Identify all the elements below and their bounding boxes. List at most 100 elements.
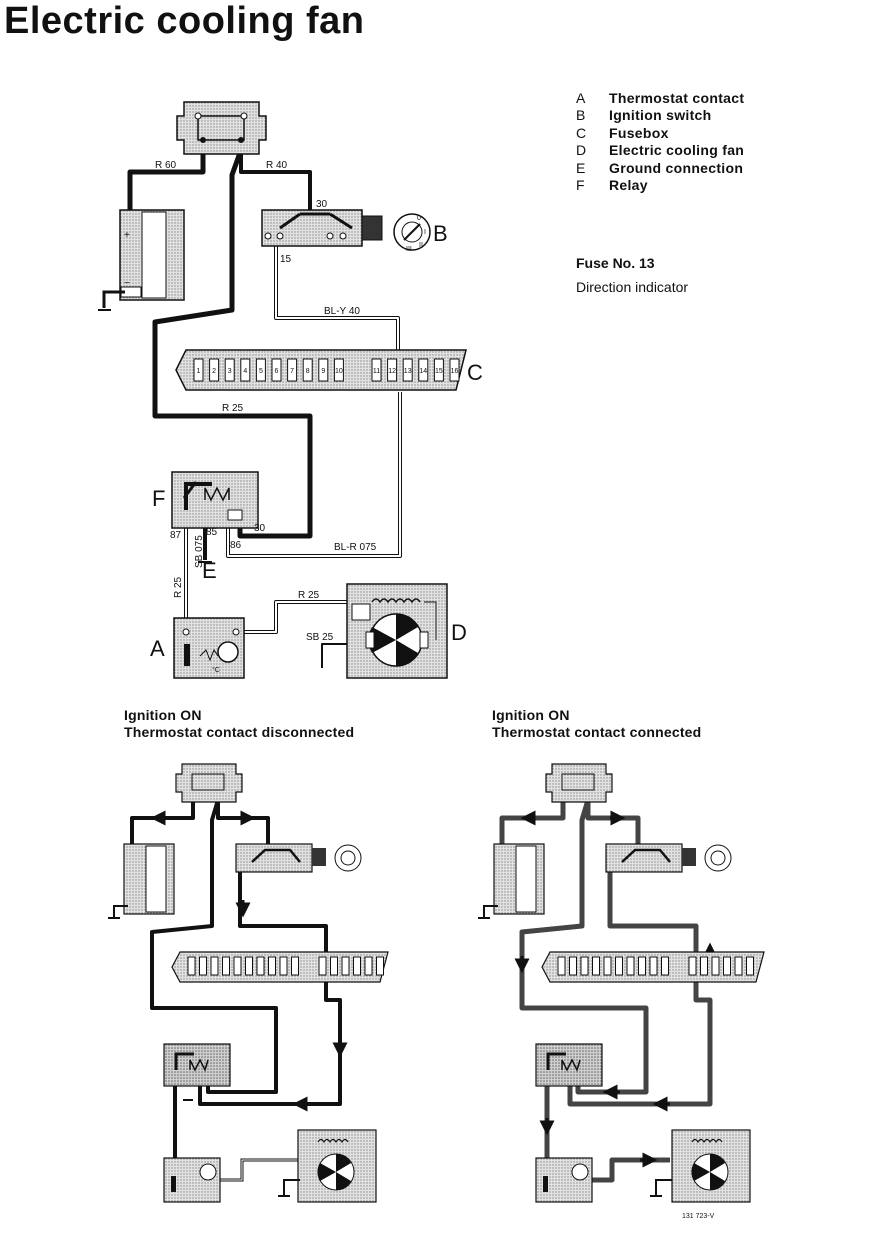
fuse xyxy=(711,956,720,976)
fuse xyxy=(210,956,219,976)
fuse-label: 13 xyxy=(404,368,412,375)
fuse-note-title: Fuse No. 13 xyxy=(576,255,655,271)
component-letter-f: F xyxy=(152,486,165,511)
component-letters: B C F E A D xyxy=(150,221,483,661)
wire-r60 xyxy=(127,140,206,212)
svg-text:−: − xyxy=(124,278,130,289)
fuse xyxy=(256,956,265,976)
wire-sb25 xyxy=(321,643,350,668)
fuse xyxy=(268,956,276,976)
legend-item: B Ignition switch xyxy=(576,107,744,124)
fuse-row xyxy=(557,956,754,976)
wire-label: R 25 xyxy=(298,590,320,601)
fuse xyxy=(341,956,350,976)
fuse xyxy=(222,956,230,976)
wire-label: BL-R 075 xyxy=(334,542,377,553)
terminal-label: 30 xyxy=(254,523,266,534)
fuse xyxy=(193,358,204,382)
fuse xyxy=(734,956,743,976)
cooling-fan xyxy=(346,583,448,679)
fuse xyxy=(287,358,298,382)
fuse-label: 7 xyxy=(290,368,294,375)
fuse-label: 6 xyxy=(275,368,279,375)
component-letter-d: D xyxy=(451,620,467,645)
fuse xyxy=(233,956,242,976)
component-letter-b: B xyxy=(433,221,448,246)
legend-key: C xyxy=(576,124,587,141)
fuse-label: 10 xyxy=(335,368,343,375)
thermostat-degree-label: °C xyxy=(212,666,220,674)
figure-code: 131 723-V xyxy=(682,1213,715,1220)
fuse-label: 8 xyxy=(306,368,310,375)
fuse-row xyxy=(187,956,384,976)
fuse xyxy=(661,956,669,976)
legend-label: Electric cooling fan xyxy=(609,142,745,159)
fuse xyxy=(333,358,344,382)
caption-left: Ignition ON Thermostat contact disconnec… xyxy=(124,707,354,741)
legend-label: Relay xyxy=(609,177,648,194)
fuse-label: 12 xyxy=(388,368,396,375)
thermostat-contact: °C xyxy=(173,617,245,679)
battery: + − xyxy=(98,209,185,311)
terminal-label: 86 xyxy=(230,540,242,551)
fuse xyxy=(638,956,646,976)
caption-right-line2: Thermostat contact connected xyxy=(492,724,702,740)
connector-block xyxy=(176,101,267,155)
terminal-label: 87 xyxy=(170,530,182,541)
fuse xyxy=(723,956,731,976)
fuse-label: 11 xyxy=(373,368,380,375)
fuse xyxy=(449,358,460,382)
fuse xyxy=(433,358,444,382)
relay xyxy=(171,471,259,529)
fuse-label: 2 xyxy=(212,368,216,375)
legend-key: F xyxy=(576,177,585,194)
caption-right: Ignition ON Thermostat contact connected xyxy=(492,707,701,741)
svg-text:+: + xyxy=(124,230,130,241)
fuse xyxy=(700,956,708,976)
fuse xyxy=(364,956,373,976)
fuse xyxy=(387,358,398,382)
legend-key: B xyxy=(576,107,586,124)
fuse-note-text: Direction indicator xyxy=(576,279,689,295)
fuse xyxy=(209,358,220,382)
legend-label: Ignition switch xyxy=(609,107,712,124)
fuse xyxy=(615,956,623,976)
fuse-label: 16 xyxy=(451,368,459,375)
fuse xyxy=(291,956,299,976)
wire-labels: R 60 R 40 30 15 BL-Y 40 R 25 87 85 30 86… xyxy=(155,160,377,643)
fuse xyxy=(330,956,338,976)
legend-key: A xyxy=(576,90,586,106)
fuse xyxy=(626,956,635,976)
wire-label: R 40 xyxy=(266,160,288,171)
fuse xyxy=(557,956,566,976)
fuse xyxy=(240,358,251,382)
ignition-switch: 0 I II III xyxy=(261,209,431,253)
fuse-label: 4 xyxy=(243,368,247,375)
wire-label: R 25 xyxy=(173,576,184,598)
component-letter-a: A xyxy=(150,636,165,661)
fuse xyxy=(688,956,697,976)
legend-key: D xyxy=(576,142,587,159)
fuse xyxy=(418,358,429,382)
component-letter-c: C xyxy=(467,360,483,385)
diagram-left xyxy=(108,763,389,1203)
fuse xyxy=(279,956,288,976)
ignition-position-label: II xyxy=(419,242,423,249)
legend-item: F Relay xyxy=(576,177,744,194)
fuse xyxy=(371,358,382,382)
fuse xyxy=(603,956,612,976)
ignition-position-label: III xyxy=(406,246,412,253)
fuse-note: Fuse No. 13 Direction indicator xyxy=(576,251,688,299)
fuse xyxy=(746,956,754,976)
wire-label: R 60 xyxy=(155,160,177,171)
fuse xyxy=(318,358,329,382)
fuse xyxy=(255,358,266,382)
